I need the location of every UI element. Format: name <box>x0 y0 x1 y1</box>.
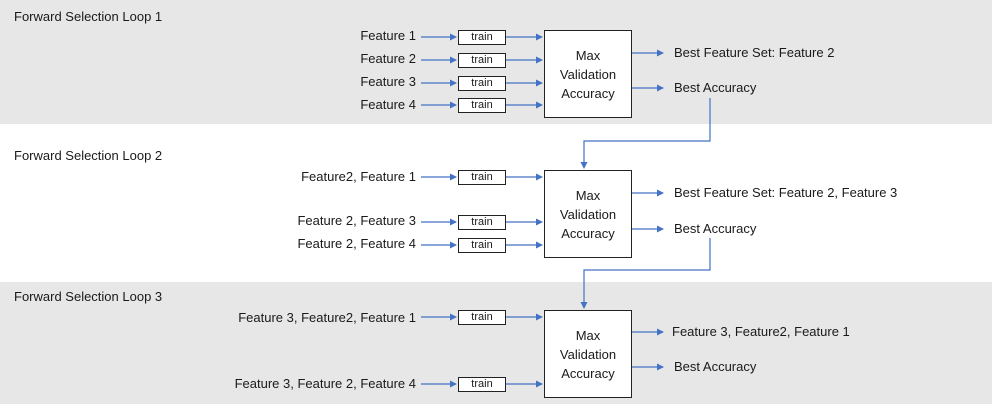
max-validation-accuracy-box-2: Max Validation Accuracy <box>544 170 632 258</box>
box-line: Validation <box>559 66 617 82</box>
loop-3-title: Forward Selection Loop 3 <box>14 289 163 304</box>
loop-3-feature-2: Feature 3, Feature 2, Feature 4 <box>234 376 416 391</box>
loop-1-title: Forward Selection Loop 1 <box>14 9 163 24</box>
train-box: train <box>458 98 506 113</box>
loop-1-feature-4: Feature 4 <box>360 97 416 112</box>
loop-2-feature-2: Feature 2, Feature 3 <box>297 213 416 228</box>
loop-connector-arrow <box>580 238 711 309</box>
box-line: Accuracy <box>561 365 615 381</box>
max-validation-accuracy-box-1: Max Validation Accuracy <box>544 30 632 118</box>
box-line: Max <box>575 187 601 203</box>
loop-1-feature-2: Feature 2 <box>360 51 416 66</box>
loop-1-feature-3: Feature 3 <box>360 74 416 89</box>
train-box: train <box>458 53 506 68</box>
loop-1-feature-1: Feature 1 <box>360 28 416 43</box>
loop-connector-arrow <box>580 98 711 169</box>
train-box: train <box>458 30 506 45</box>
loop-2-output-feature-set: Best Feature Set: Feature 2, Feature 3 <box>674 185 898 200</box>
train-box: train <box>458 170 506 185</box>
loop-2-title: Forward Selection Loop 2 <box>14 148 163 163</box>
loop-2-output-accuracy: Best Accuracy <box>674 221 757 236</box>
train-box: train <box>458 310 506 325</box>
box-line: Validation <box>559 206 617 222</box>
train-box: train <box>458 238 506 253</box>
box-line: Validation <box>559 346 617 362</box>
loop-2-feature-1: Feature2, Feature 1 <box>301 169 416 184</box>
loop-3-feature-1: Feature 3, Feature2, Feature 1 <box>238 310 416 325</box>
loop-1-output-accuracy: Best Accuracy <box>674 80 757 95</box>
loop-3-output-accuracy: Best Accuracy <box>674 359 757 374</box>
loop-3-output-feature-set: Feature 3, Feature2, Feature 1 <box>672 324 850 339</box>
box-line: Accuracy <box>561 225 615 241</box>
max-validation-accuracy-box-3: Max Validation Accuracy <box>544 310 632 398</box>
loop-1-output-feature-set: Best Feature Set: Feature 2 <box>674 45 835 60</box>
train-box: train <box>458 377 506 392</box>
train-box: train <box>458 76 506 91</box>
box-line: Max <box>575 47 601 63</box>
loop-2-feature-3: Feature 2, Feature 4 <box>297 236 416 251</box>
box-line: Accuracy <box>561 85 615 101</box>
train-box: train <box>458 215 506 230</box>
box-line: Max <box>575 327 601 343</box>
